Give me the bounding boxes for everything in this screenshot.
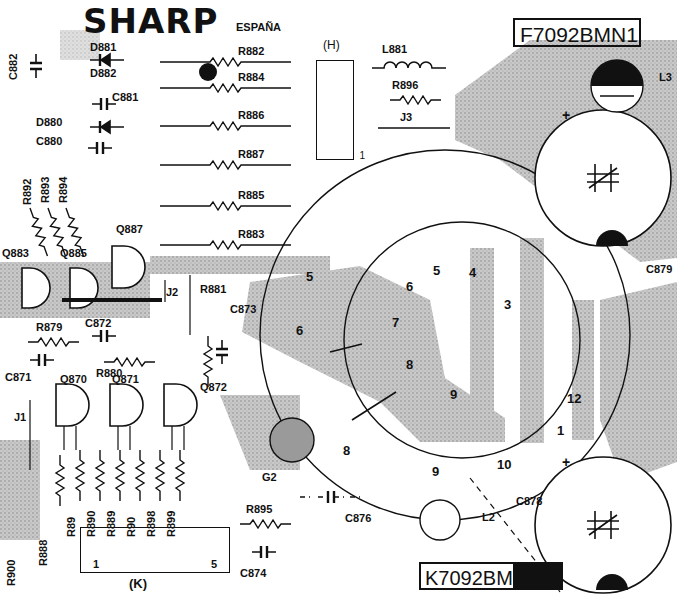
callout-number: + bbox=[562, 108, 570, 122]
part-label: R894 bbox=[58, 177, 69, 203]
part-label: Q871 bbox=[112, 374, 139, 385]
part-label: R900 bbox=[6, 560, 17, 586]
part-label: C882 bbox=[8, 54, 19, 80]
part-label: D881 bbox=[90, 42, 116, 53]
part-label: C881 bbox=[112, 92, 138, 103]
filled-block bbox=[513, 564, 561, 588]
part-label: Q885 bbox=[60, 248, 87, 259]
node-text: 1 bbox=[359, 151, 365, 161]
part-label: R895 bbox=[246, 504, 272, 515]
callout-number: 9 bbox=[450, 388, 457, 401]
part-label: J3 bbox=[400, 112, 412, 123]
callout-number: 7 bbox=[392, 316, 399, 329]
part-label: Q870 bbox=[60, 374, 87, 385]
callout-number: 3 bbox=[504, 298, 511, 311]
part-label: R888 bbox=[38, 540, 49, 566]
callout-number: 1 bbox=[557, 424, 564, 437]
part-label: R884 bbox=[238, 72, 264, 83]
callout-number: 9 bbox=[432, 465, 439, 478]
part-label: C876 bbox=[345, 513, 371, 524]
part-label: R890 bbox=[86, 511, 97, 537]
callout-number: 4 bbox=[469, 266, 476, 279]
part-label: L3 bbox=[659, 72, 672, 83]
node-text: 1 bbox=[93, 559, 99, 570]
part-label: C878 bbox=[516, 496, 542, 507]
callout-number: 10 bbox=[497, 458, 511, 471]
callout-number: 5 bbox=[306, 270, 313, 283]
part-label: R887 bbox=[238, 149, 264, 160]
part-label: R881 bbox=[200, 284, 226, 295]
part-label: R883 bbox=[238, 229, 264, 240]
part-label: R892 bbox=[22, 179, 33, 205]
part-label: C880 bbox=[36, 136, 62, 147]
part-label: R886 bbox=[238, 110, 264, 121]
callout-number: 5 bbox=[433, 264, 440, 277]
part-label: C879 bbox=[646, 264, 672, 275]
part-label: L2 bbox=[482, 512, 495, 523]
callout-number: 6 bbox=[406, 280, 413, 293]
callout-number: + bbox=[562, 455, 570, 469]
part-label: J2 bbox=[166, 287, 178, 298]
callout-number: 6 bbox=[296, 324, 303, 337]
part-label: Q887 bbox=[116, 224, 143, 235]
part-label: C874 bbox=[240, 568, 266, 579]
part-label: C871 bbox=[5, 372, 31, 383]
part-number-box: K7092BM bbox=[419, 562, 563, 590]
part-number-box: F7092BMN1 bbox=[513, 18, 641, 47]
part-label: D882 bbox=[90, 68, 116, 79]
connector-outline: (H)1 bbox=[316, 60, 354, 160]
part-label: R885 bbox=[238, 190, 264, 201]
part-label: R896 bbox=[392, 80, 418, 91]
part-label: R889 bbox=[106, 511, 117, 537]
node-text: (H) bbox=[323, 39, 340, 51]
node-text: (K) bbox=[129, 577, 147, 590]
node-text: 5 bbox=[211, 559, 217, 570]
part-label: SHARP bbox=[83, 4, 218, 38]
callout-number: 12 bbox=[567, 392, 581, 405]
part-label: R898 bbox=[146, 511, 157, 537]
part-label: ESPAÑA bbox=[236, 22, 281, 33]
part-label: R90 bbox=[126, 517, 137, 537]
node-text: K7092BM bbox=[425, 568, 513, 588]
part-label: R882 bbox=[238, 46, 264, 57]
part-label: R899 bbox=[166, 511, 177, 537]
part-label: Q883 bbox=[2, 248, 29, 259]
part-label: Q872 bbox=[200, 382, 227, 393]
part-label: C873 bbox=[230, 304, 256, 315]
part-label: C872 bbox=[85, 318, 111, 329]
part-label: R893 bbox=[40, 177, 51, 203]
callout-number: 8 bbox=[343, 444, 350, 457]
callout-number: 8 bbox=[406, 358, 413, 371]
part-label: R879 bbox=[36, 322, 62, 333]
part-label: D880 bbox=[36, 117, 62, 128]
node-text: F7092BMN1 bbox=[520, 24, 638, 45]
part-label: R89 bbox=[66, 517, 77, 537]
part-label: L881 bbox=[382, 44, 407, 55]
part-label: G2 bbox=[262, 472, 277, 483]
part-label: J1 bbox=[14, 412, 26, 423]
